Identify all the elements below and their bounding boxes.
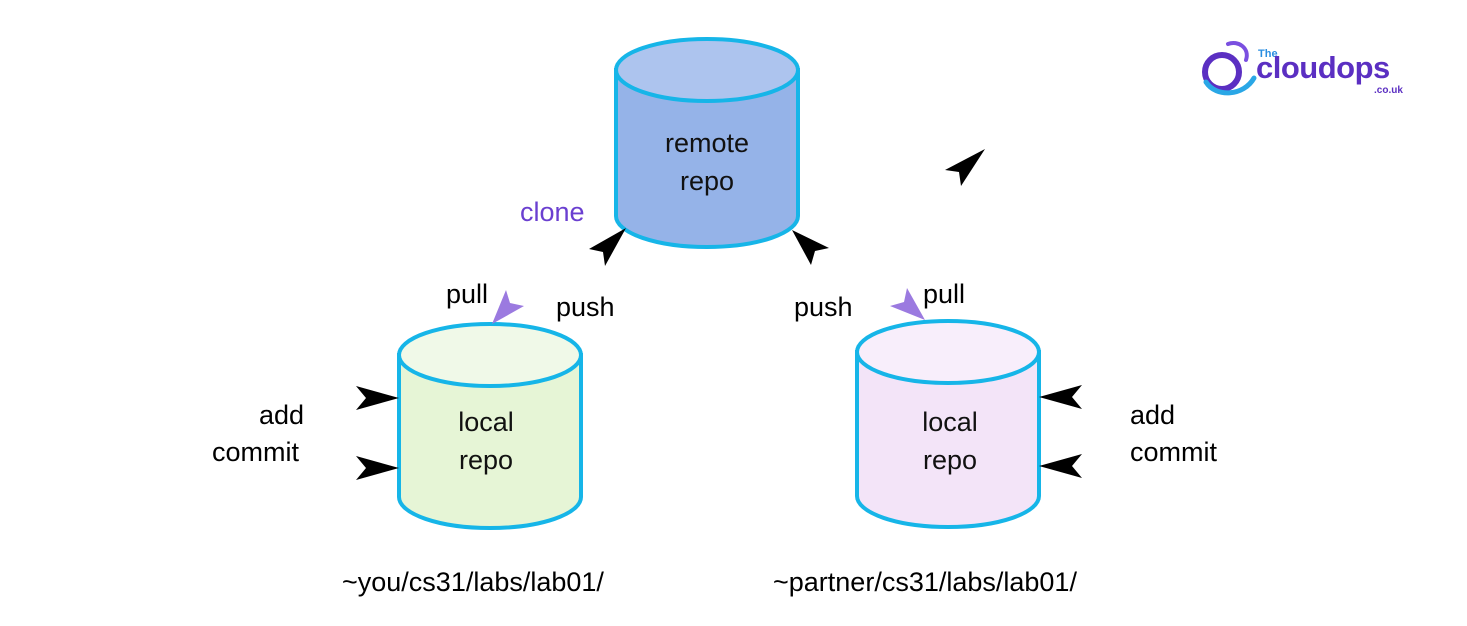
logo-suffix: .co.uk bbox=[1374, 85, 1403, 96]
local-repo-you-line1: local bbox=[458, 407, 514, 437]
arrow-commit-right-icon bbox=[1039, 454, 1082, 478]
arrow-pull-left-icon bbox=[492, 290, 524, 324]
commit-right-label: commit bbox=[1130, 437, 1217, 467]
arrow-add-left-icon bbox=[356, 386, 399, 410]
push-left-label: push bbox=[556, 292, 615, 322]
remote-repo-label: remote repo bbox=[612, 124, 802, 200]
cloudops-logo-icon bbox=[1202, 41, 1257, 96]
local-partner-path: ~partner/cs31/labs/lab01/ bbox=[773, 567, 1077, 597]
arrow-add-right-icon bbox=[1039, 385, 1082, 409]
add-left-label: add bbox=[259, 400, 305, 430]
commit-left-label: commit bbox=[212, 437, 299, 467]
pull-left-label: pull bbox=[446, 279, 489, 309]
push-right-label: push bbox=[794, 292, 853, 322]
arrow-push-right-icon bbox=[792, 230, 829, 265]
local-you-path: ~you/cs31/labs/lab01/ bbox=[342, 567, 604, 597]
local-repo-partner-cylinder bbox=[855, 319, 1041, 529]
clone-label: clone bbox=[520, 197, 585, 227]
local-repo-you-cylinder bbox=[397, 322, 583, 530]
local-repo-partner-line1: local bbox=[922, 407, 978, 437]
local-repo-you-label: local repo bbox=[391, 403, 581, 479]
logo-prefix: The bbox=[1258, 48, 1278, 60]
local-repo-partner-label: local repo bbox=[855, 403, 1045, 479]
logo-name: cloudops bbox=[1256, 50, 1390, 85]
arrow-commit-left-icon bbox=[356, 456, 399, 480]
arrow-clone-icon bbox=[589, 228, 626, 266]
remote-repo-line2: repo bbox=[679, 166, 735, 196]
remote-repo-line1: remote bbox=[664, 128, 750, 158]
remote-repo-cylinder bbox=[614, 37, 800, 249]
add-right-label: add bbox=[1130, 400, 1176, 430]
arrow-floating-icon bbox=[945, 149, 985, 186]
local-repo-partner-line2: repo bbox=[922, 445, 978, 475]
cloudops-logo: The cloudops .co.uk bbox=[1198, 36, 1428, 102]
local-repo-you-line2: repo bbox=[458, 445, 514, 475]
arrow-pull-right-icon bbox=[890, 288, 925, 320]
pull-right-label: pull bbox=[923, 279, 966, 309]
